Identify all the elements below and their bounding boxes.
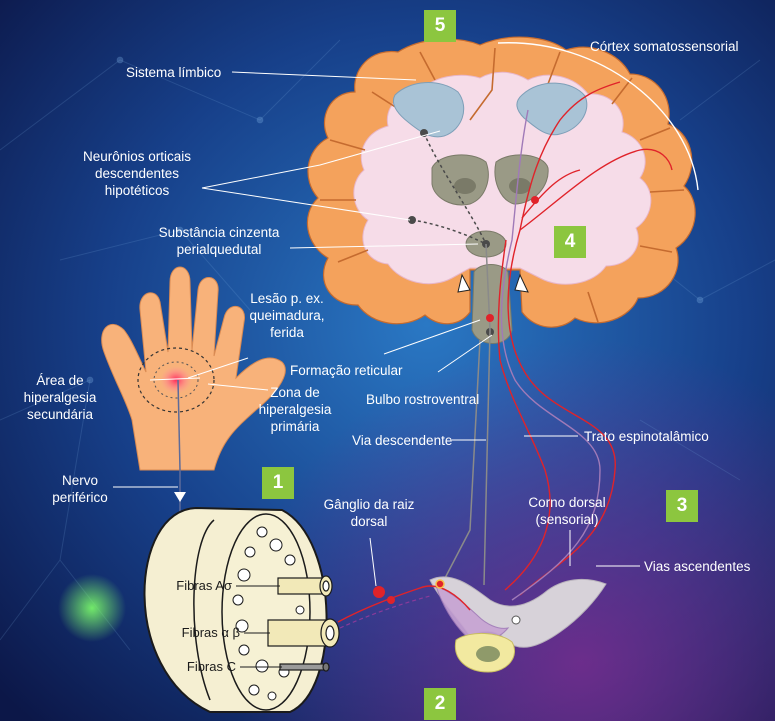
label-dorsal-horn: Corno dorsal (sensorial): [512, 494, 622, 528]
label-dorsal-root-ganglion: Gânglio da raiz dorsal: [314, 496, 424, 530]
label-periaqueductal-gray: Substância cinzenta perialquedutal: [144, 224, 294, 258]
label-ascending-pathways: Vias ascendentes: [644, 558, 750, 575]
label-fibers-a-delta: Fibras Aσ: [156, 577, 232, 594]
label-fibers-a-beta: Fibras α β: [150, 624, 240, 641]
label-somatosensory-cortex: Córtex somatossensorial: [590, 38, 739, 55]
label-descending-pathway: Via descendente: [352, 432, 452, 449]
label-fibers-c: Fibras C: [156, 658, 236, 675]
step-badge-1: 1: [262, 467, 294, 499]
label-primary-hyperalgesia: Zona de hiperalgesia primária: [240, 384, 350, 435]
label-limbic-system: Sistema límbico: [126, 64, 221, 81]
step-badge-4: 4: [554, 226, 586, 258]
step-badge-5: 5: [424, 10, 456, 42]
label-secondary-hyperalgesia: Área de hiperalgesia secundária: [0, 372, 120, 423]
brain-cross-section: [307, 37, 695, 343]
nerve-cross-section: [144, 508, 339, 712]
step-badge-2: 2: [424, 688, 456, 720]
decorative-glow: [58, 574, 126, 642]
label-reticular-formation: Formação reticular: [290, 362, 403, 379]
label-peripheral-nerve: Nervo periférico: [40, 472, 120, 506]
label-spinothalamic-tract: Trato espinotalâmico: [584, 428, 709, 445]
label-lesion: Lesão p. ex. queimadura, ferida: [232, 290, 342, 341]
step-badge-3: 3: [666, 490, 698, 522]
label-rostroventral-medulla: Bulbo rostroventral: [366, 391, 479, 408]
label-descending-cortical-neurons: Neurônios orticais descendentes hipotéti…: [72, 148, 202, 199]
